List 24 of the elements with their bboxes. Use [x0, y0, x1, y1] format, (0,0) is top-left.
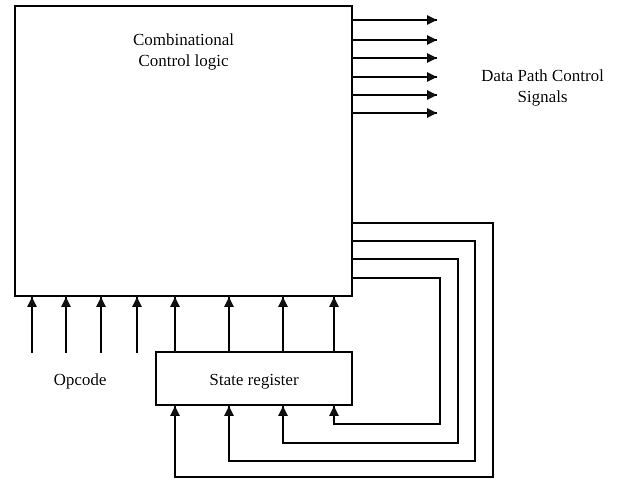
- arrow: [353, 35, 437, 45]
- arrow: [329, 297, 339, 351]
- signal-label: Data Path Control Signals: [480, 65, 605, 107]
- arrow: [27, 297, 37, 353]
- register-block: [155, 351, 353, 406]
- arrow: [170, 222, 494, 478]
- arrow: [353, 53, 437, 63]
- logic-block: [14, 5, 353, 297]
- arrow: [224, 297, 234, 351]
- input-label: Opcode: [52, 369, 108, 390]
- arrow: [278, 297, 288, 351]
- arrow: [132, 297, 142, 353]
- block-label: Combinational Control logic: [132, 29, 236, 71]
- arrow: [170, 297, 180, 351]
- block-label: State register: [208, 369, 300, 390]
- arrow: [329, 277, 441, 425]
- arrow: [224, 240, 476, 462]
- arrow: [353, 15, 437, 25]
- arrow: [353, 90, 437, 100]
- arrow: [353, 108, 437, 118]
- arrow: [278, 258, 459, 444]
- arrow: [61, 297, 71, 353]
- arrow: [96, 297, 106, 353]
- arrow: [353, 72, 437, 82]
